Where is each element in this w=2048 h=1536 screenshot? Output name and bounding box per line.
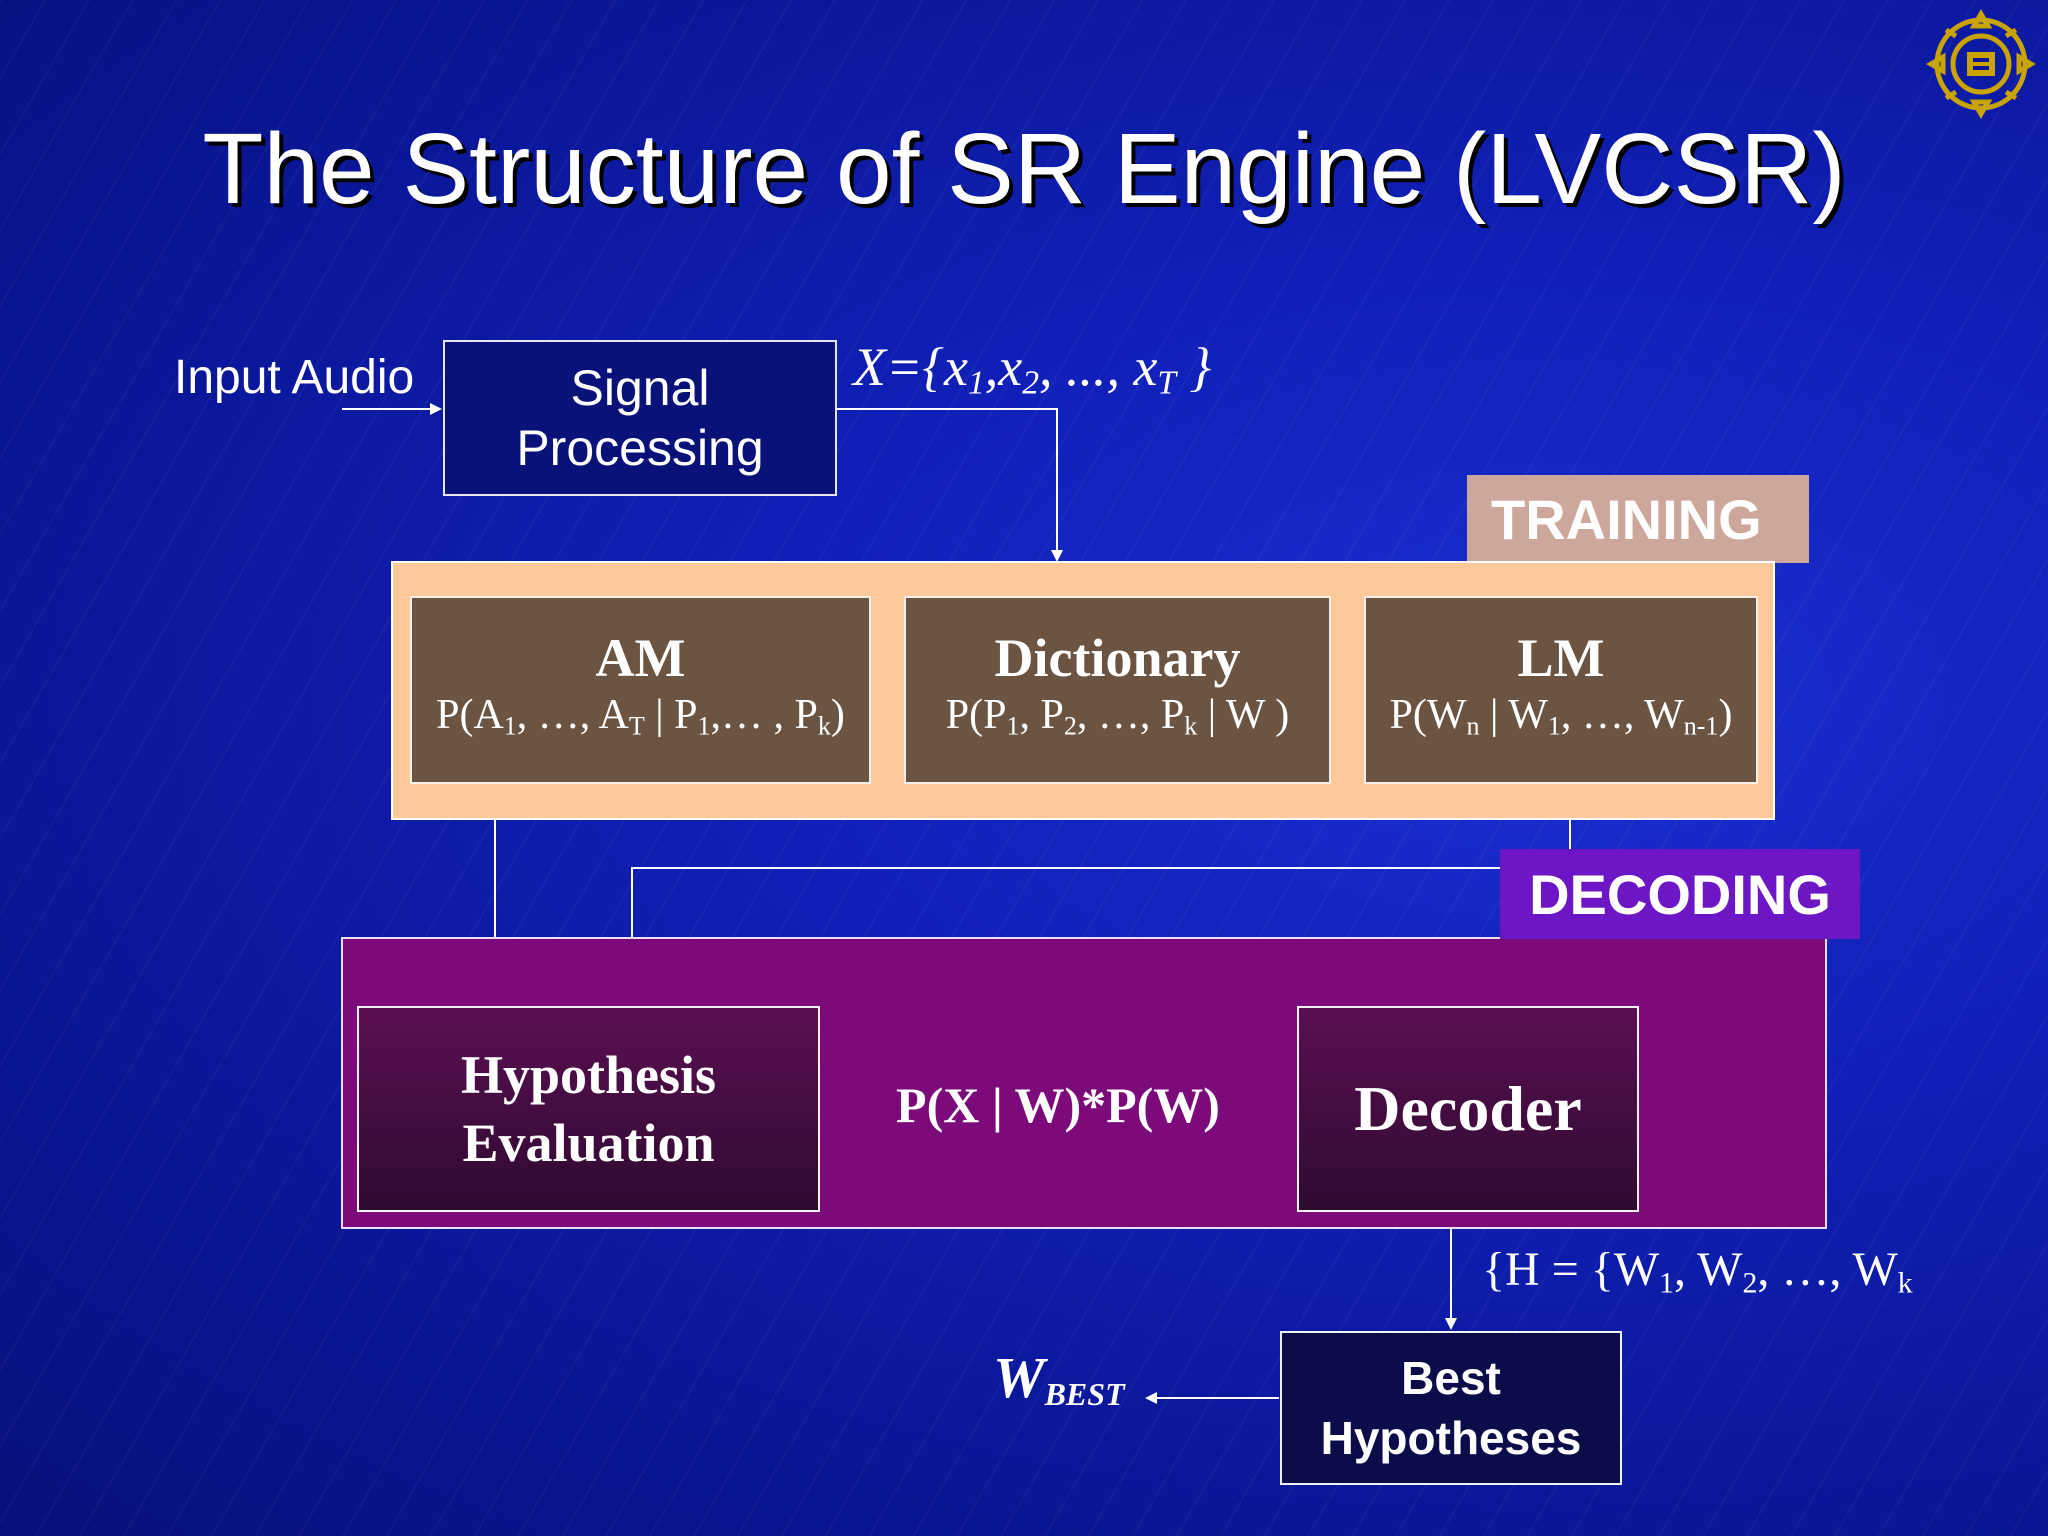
decoding-tag: DECODING xyxy=(1500,849,1860,939)
am-formula: P(A1, …, AT | P1,… , Pk) xyxy=(436,692,845,741)
hypothesis-evaluation-box: Hypothesis Evaluation xyxy=(357,1006,820,1212)
am-title: AM xyxy=(595,628,686,689)
lm-formula: P(Wn | W1, …, Wn-1) xyxy=(1389,692,1733,741)
dictionary-formula: P(P1, P2, …, Pk | W ) xyxy=(945,692,1290,741)
hypotheses-set-label: {H = {W1, W2, …, Wk xyxy=(1482,1243,1913,1300)
hypothesis-line1: Hypothesis xyxy=(460,1045,717,1105)
arrow-lm-to-hypothesis xyxy=(626,784,1571,1007)
decoder-box: Decoder xyxy=(1297,1006,1639,1212)
university-seal-icon xyxy=(1926,9,2036,119)
dictionary-title: Dictionary xyxy=(994,628,1241,689)
output-w-best: WBEST xyxy=(993,1345,1125,1412)
dictionary-box: Dictionary P(P1, P2, …, Pk | W ) xyxy=(904,596,1331,784)
hypothesis-line2: Evaluation xyxy=(462,1113,715,1173)
training-tag: TRAINING xyxy=(1467,475,1809,563)
input-audio-label: Input Audio xyxy=(174,351,415,404)
signal-processing-line1: Signal xyxy=(570,360,710,416)
feature-sequence-label: X={x1,x2, ..., xT } xyxy=(853,337,1212,402)
signal-processing-box: Signal Processing xyxy=(443,340,837,496)
best-line1: Best xyxy=(1401,1352,1501,1404)
lm-title: LM xyxy=(1517,628,1605,689)
best-line2: Hypotheses xyxy=(1320,1412,1582,1464)
slide-title: The Structure of SR Engine (LVCSR) xyxy=(202,113,1846,225)
decoder-label: Decoder xyxy=(1354,1073,1582,1144)
lm-box: LM P(Wn | W1, …, Wn-1) xyxy=(1364,596,1758,784)
arrow-signal-to-training xyxy=(836,408,1063,562)
best-hypotheses-box: Best Hypotheses xyxy=(1280,1331,1622,1485)
signal-processing-line2: Processing xyxy=(516,420,764,476)
score-formula: P(X | W)*P(W) xyxy=(896,1077,1220,1133)
am-box: AM P(A1, …, AT | P1,… , Pk) xyxy=(410,596,871,784)
